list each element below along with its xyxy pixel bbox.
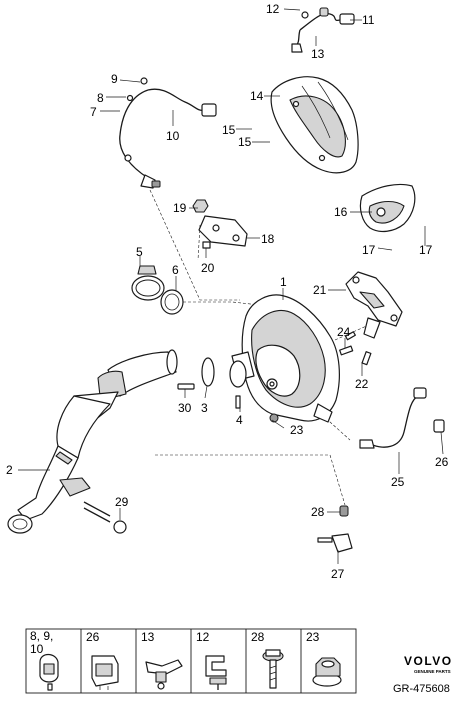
flange-bolt-icon [262, 649, 284, 689]
brand-subtitle: GENUINE PARTS [414, 669, 451, 674]
callout-14: 14 [250, 89, 264, 103]
callout-18: 18 [261, 232, 275, 246]
callout-27: 27 [331, 567, 345, 581]
callout-25: 25 [391, 475, 405, 489]
brand-name: VOLVO [404, 654, 453, 668]
bolt-30 [177, 383, 195, 390]
sensor-clip-icon [145, 659, 183, 690]
oxygen-sensor-upper [291, 7, 355, 53]
callout-labels: 1 2 3 4 5 6 7 8 9 10 11 12 13 14 15 15 1… [6, 2, 449, 581]
callout-20: 20 [201, 261, 215, 275]
legend-label-3: 13 [141, 630, 155, 644]
legend-label-1a: 8, 9, [30, 629, 53, 643]
callout-28: 28 [311, 505, 325, 519]
volvo-brand-logo: VOLVO GENUINE PARTS [404, 654, 453, 674]
bracket-18 [192, 199, 248, 258]
legend-label-2: 26 [86, 630, 100, 644]
callout-12: 12 [266, 2, 280, 16]
callout-6: 6 [172, 263, 179, 277]
callout-23: 23 [290, 423, 304, 437]
callout-17b: 17 [419, 243, 433, 257]
flange-nut-icon [312, 657, 342, 687]
oxygen-sensor-rear [359, 387, 445, 449]
callout-11: 11 [362, 13, 375, 27]
legend-label-4: 12 [196, 630, 210, 644]
gasket-6 [160, 289, 184, 315]
callout-5: 5 [136, 245, 143, 259]
bracket-27 [317, 505, 353, 553]
wire-clamp-icon [205, 655, 227, 690]
callout-15b: 15 [238, 135, 252, 149]
clamp-5 [131, 265, 165, 301]
leader-lines [18, 8, 444, 564]
bracket-21 [345, 271, 403, 339]
bushing-29 [113, 520, 127, 534]
fastener-legend: 8, 9, 10 26 13 12 28 23 [25, 628, 357, 694]
callout-2: 2 [6, 463, 13, 477]
gasket-3 [201, 357, 215, 387]
callout-15a: 15 [222, 123, 236, 137]
callout-4: 4 [236, 413, 243, 427]
callout-8: 8 [97, 91, 104, 105]
callout-26: 26 [435, 455, 449, 469]
callout-3: 3 [201, 401, 208, 415]
callout-1: 1 [280, 275, 287, 289]
cable-clip-icon [39, 653, 59, 691]
legend-label-1b: 10 [30, 642, 44, 656]
callout-16: 16 [334, 205, 348, 219]
callout-10: 10 [166, 129, 180, 143]
connector-holder-icon [91, 655, 119, 690]
callout-19: 19 [173, 201, 187, 215]
callout-21: 21 [313, 283, 327, 297]
callout-29: 29 [115, 495, 129, 509]
callout-24: 24 [337, 325, 351, 339]
stud-4 [235, 395, 241, 409]
front-pipe [7, 349, 178, 534]
heat-shield-lower [359, 183, 416, 233]
callout-22: 22 [355, 377, 369, 391]
callout-13: 13 [311, 47, 325, 61]
catalytic-converter [229, 294, 340, 423]
callout-7: 7 [90, 105, 97, 119]
callout-30: 30 [178, 401, 192, 415]
drawing-reference: GR-475608 [393, 683, 450, 695]
callout-17a: 17 [362, 243, 376, 257]
heat-shield-upper [270, 76, 359, 174]
legend-label-5: 28 [251, 630, 265, 644]
studs [339, 331, 372, 366]
oxygen-sensor-front [119, 77, 217, 189]
callout-9: 9 [111, 72, 118, 86]
legend-label-6: 23 [306, 630, 320, 644]
